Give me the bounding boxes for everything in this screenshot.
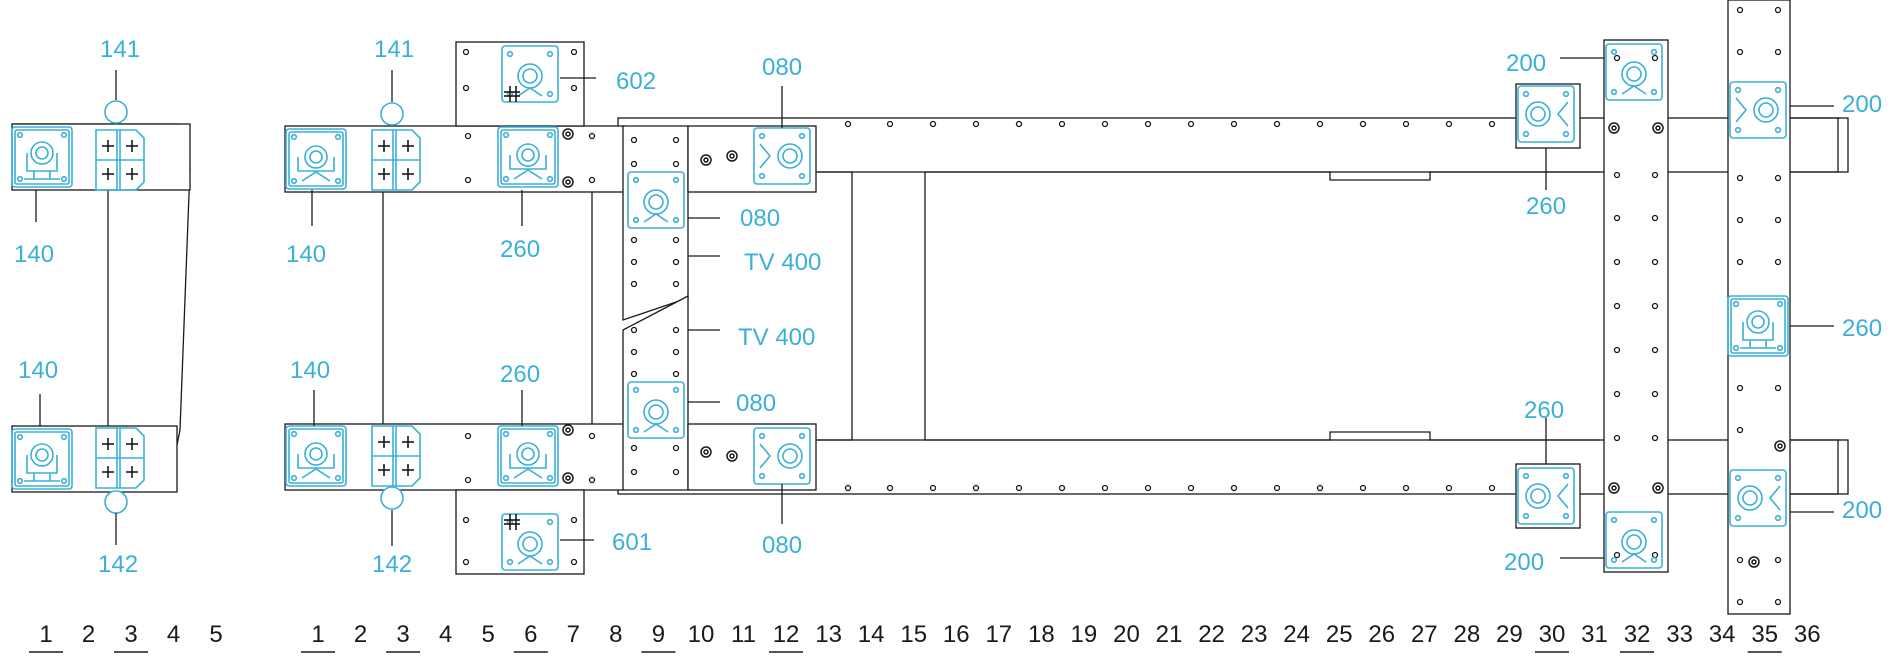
rail-holes — [462, 6, 1782, 606]
main-top-coupling-ring-icon — [380, 102, 404, 126]
left-top-coupling-ring-icon — [104, 100, 128, 124]
main-label-141: 141 — [374, 36, 414, 63]
main-label-260-far-mid: 260 — [1842, 315, 1882, 342]
bolt-heads — [562, 122, 1786, 568]
grid-number: 17 — [985, 621, 1012, 648]
grid-number: 19 — [1071, 621, 1098, 648]
grid-number: 14 — [858, 621, 885, 648]
grid-number: 30 — [1539, 621, 1566, 648]
grid-number: 29 — [1496, 621, 1523, 648]
grid-number: 4 — [439, 621, 452, 648]
grid-number: 26 — [1368, 621, 1395, 648]
main-label-080-bottom: 080 — [762, 532, 802, 559]
left-bottom-coupling-ring-icon — [104, 490, 128, 514]
main-label-260-upper: 260 — [500, 236, 540, 263]
grid-number: 20 — [1113, 621, 1140, 648]
left-label-142: 142 — [98, 551, 138, 578]
left-view: 141 140 140 142 — [11, 36, 191, 578]
grid-number: 7 — [567, 621, 580, 648]
main-label-601: 601 — [612, 529, 652, 556]
main-label-260-lower: 260 — [500, 361, 540, 388]
grid-number: 35 — [1751, 621, 1778, 648]
main-label-142: 142 — [372, 551, 412, 578]
grid-number: 16 — [943, 621, 970, 648]
grid-number: 31 — [1581, 621, 1608, 648]
grid-number: 1 — [311, 621, 324, 648]
grid-number: 28 — [1453, 621, 1480, 648]
grid-number: 21 — [1156, 621, 1183, 648]
grid-number: 18 — [1028, 621, 1055, 648]
grid-number: 23 — [1241, 621, 1268, 648]
grid-number: 12 — [773, 621, 800, 648]
grid-number: 2 — [354, 621, 367, 648]
leader-lines — [311, 57, 1834, 559]
grid-number: 34 — [1709, 621, 1736, 648]
grid-number: 2 — [82, 621, 95, 648]
main-label-200-right-top: 200 — [1506, 50, 1546, 77]
main-label-602: 602 — [616, 68, 656, 95]
left-label-140-upper: 140 — [14, 241, 54, 268]
grid-number: 8 — [609, 621, 622, 648]
main-label-140-lower: 140 — [290, 357, 330, 384]
grid-number: 24 — [1283, 621, 1310, 648]
main-label-200-far-top: 200 — [1842, 91, 1882, 118]
main-bottom-coupling-ring-icon — [380, 486, 404, 510]
grid-number: 25 — [1326, 621, 1353, 648]
grid-number: 13 — [815, 621, 842, 648]
main-label-080-top: 080 — [762, 54, 802, 81]
main-inner-outline — [924, 171, 1600, 441]
grid-number: 33 — [1666, 621, 1693, 648]
grid-number: 32 — [1624, 621, 1651, 648]
grid-number: 5 — [482, 621, 495, 648]
grid-number: 22 — [1198, 621, 1225, 648]
main-label-200-right-bottom: 200 — [1504, 549, 1544, 576]
main-label-260-right-lower: 260 — [1524, 397, 1564, 424]
main-label-080-lower-mid: 080 — [736, 390, 776, 417]
main-view: 141 140 140 142 602 601 260 260 080 080 … — [284, 0, 1882, 615]
grid-number: 10 — [688, 621, 715, 648]
grid-number: 15 — [900, 621, 927, 648]
grid-number: 11 — [731, 621, 756, 648]
left-label-141: 141 — [100, 36, 140, 63]
main-label-tv400-lower: TV 400 — [738, 324, 815, 351]
lower-connector-plate — [687, 423, 817, 491]
grid-number: 27 — [1411, 621, 1438, 648]
grid-number: 1 — [39, 621, 52, 648]
main-label-260-right-upper: 260 — [1526, 193, 1566, 220]
grid-number: 6 — [524, 621, 537, 648]
left-label-140-lower: 140 — [18, 357, 58, 384]
main-label-tv400-upper: TV 400 — [744, 249, 821, 276]
top-extension-plate — [455, 41, 585, 127]
grid-number: 36 — [1794, 621, 1821, 648]
left-upper-rail — [11, 123, 191, 191]
main-label-080-upper-mid: 080 — [740, 205, 780, 232]
tv400-lower-plate — [622, 294, 689, 491]
main-label-140-upper: 140 — [286, 241, 326, 268]
grid-number: 3 — [124, 621, 137, 648]
grid-number: 5 — [209, 621, 222, 648]
main-label-200-far-bottom: 200 — [1842, 497, 1882, 524]
grid-number: 3 — [396, 621, 409, 648]
tv400-upper-plate — [622, 125, 689, 321]
grid-number: 4 — [167, 621, 180, 648]
bottom-extension-plate — [455, 489, 585, 575]
grid-number: 9 — [652, 621, 665, 648]
left-grid-numbers: 1 2 3 4 5 — [29, 621, 223, 653]
